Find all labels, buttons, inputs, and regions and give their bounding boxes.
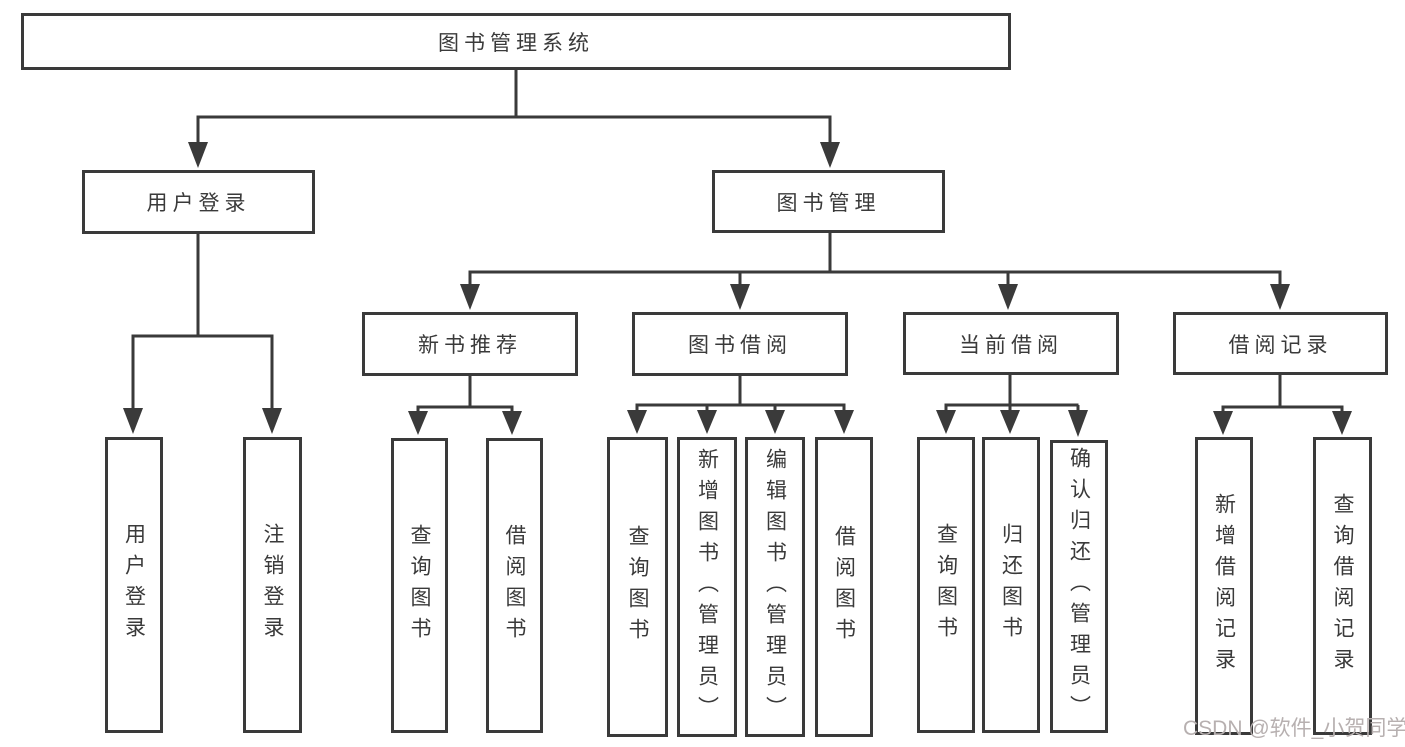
- leaf-query-borrow-record: 查询借阅记录: [1313, 437, 1372, 735]
- connector-user-login-to-leaves: [123, 234, 282, 434]
- leaf-confirm-return-admin: 确认归还（管理员）: [1050, 440, 1108, 733]
- node-new-book-recommend: 新书推荐: [362, 312, 578, 376]
- leaf-query-books-recommend: 查询图书: [391, 438, 448, 733]
- connector-borrow-records-to-leaves: [1213, 375, 1352, 435]
- leaf-label: 新增图书（管理员）: [695, 447, 719, 727]
- leaf-borrow-books-recommend: 借阅图书: [486, 438, 543, 733]
- csdn-watermark: CSDN @软件_小贺同学: [1183, 717, 1405, 740]
- leaf-query-books-current: 查询图书: [917, 437, 975, 733]
- leaf-edit-books-admin: 编辑图书（管理员）: [745, 437, 805, 737]
- connector-current-borrow-to-leaves: [936, 375, 1088, 437]
- leaf-label: 查询图书: [408, 523, 431, 648]
- leaf-add-borrow-record: 新增借阅记录: [1195, 437, 1253, 735]
- leaf-label: 借阅图书: [503, 523, 526, 648]
- leaf-logout: 注销登录: [243, 437, 302, 733]
- leaf-label: 查询图书: [626, 525, 649, 649]
- leaf-label: 注销登录: [261, 523, 284, 647]
- leaf-add-books-admin: 新增图书（管理员）: [677, 437, 737, 737]
- node-user-login: 用户登录: [82, 170, 315, 234]
- connector-new-book-to-leaves: [408, 376, 522, 435]
- leaf-label: 查询图书: [934, 523, 958, 647]
- leaf-label: 借阅图书: [832, 525, 856, 649]
- node-book-borrow: 图书借阅: [632, 312, 848, 376]
- leaf-label: 确认归还（管理员）: [1067, 447, 1091, 726]
- connector-book-borrow-to-leaves: [627, 376, 854, 434]
- leaf-query-books-borrow: 查询图书: [607, 437, 668, 737]
- node-library-management-system: 图书管理系统: [21, 13, 1011, 70]
- node-current-borrow: 当前借阅: [903, 312, 1119, 375]
- node-borrow-records: 借阅记录: [1173, 312, 1388, 375]
- leaf-label: 归还图书: [999, 523, 1023, 647]
- leaf-user-login: 用户登录: [105, 437, 163, 733]
- leaf-label: 编辑图书（管理员）: [763, 447, 787, 727]
- connector-book-management-to-level3: [460, 233, 1290, 310]
- node-book-management: 图书管理: [712, 170, 945, 233]
- leaf-return-books: 归还图书: [982, 437, 1040, 733]
- connector-root-to-level2: [188, 69, 840, 168]
- leaf-borrow-books: 借阅图书: [815, 437, 873, 737]
- leaf-label: 查询借阅记录: [1331, 493, 1354, 679]
- leaf-label: 用户登录: [122, 523, 146, 647]
- leaf-label: 新增借阅记录: [1212, 493, 1236, 679]
